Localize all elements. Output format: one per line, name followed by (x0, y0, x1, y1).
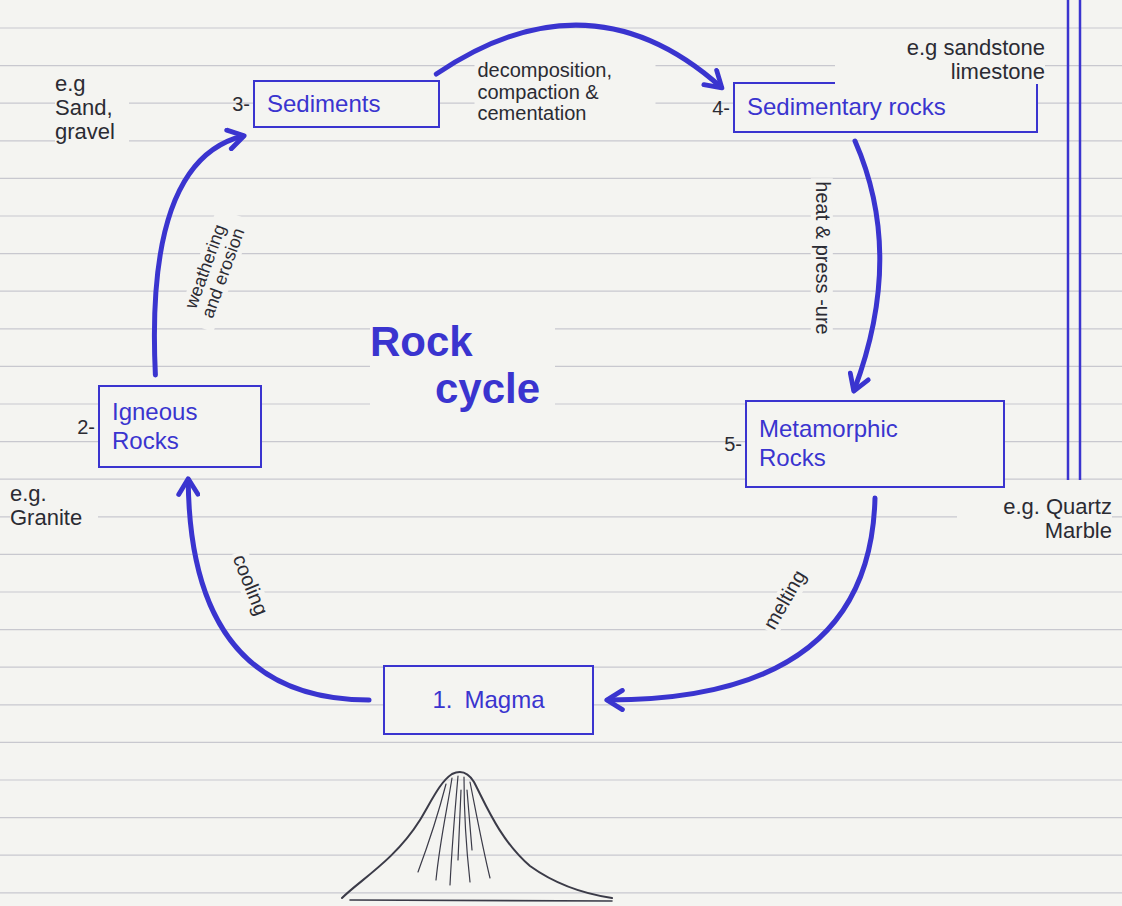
stage-name: Metamorphic Rocks (759, 415, 951, 473)
volcano-shading (418, 776, 490, 885)
ruled-line (0, 742, 1122, 743)
ruled-line (0, 591, 1122, 592)
ruled-line (0, 855, 1122, 856)
stage-name: Magma (464, 686, 544, 715)
volcano-outline (342, 772, 612, 898)
cycle-arrow (854, 141, 880, 390)
ruled-lines (0, 28, 1122, 893)
ruled-line (0, 554, 1122, 555)
volcano-base (350, 900, 612, 901)
stage-name: Sedimentary rocks (747, 93, 946, 122)
ruled-line (0, 892, 1122, 893)
ruled-line (0, 253, 1122, 254)
step-number: 1. (432, 686, 452, 714)
process-label: cooling (227, 549, 273, 621)
step-number: 3- (232, 93, 250, 116)
margin-line (1079, 0, 1082, 480)
rock-stage-box: 4-Sedimentary rocks (733, 82, 1038, 133)
ruled-line (0, 140, 1122, 141)
ruled-line (0, 178, 1122, 179)
rock-stage-box: 2-Igneous Rocks (98, 385, 262, 468)
process-label: decomposition, compaction & cementation (475, 60, 656, 125)
margin-line (1067, 0, 1070, 480)
example-note: e.g. Quartz Marble (957, 495, 1112, 543)
process-label: melting (758, 564, 812, 636)
rock-stage-box: 3-Sediments (253, 80, 440, 128)
example-note: e.g. Granite (10, 482, 98, 530)
example-note: e.g Sand, gravel (55, 72, 129, 143)
ruled-line (0, 366, 1122, 367)
ruled-line (0, 629, 1122, 630)
example-note: e.g sandstone limestone (835, 36, 1045, 84)
ruled-line (0, 817, 1122, 818)
rock-stage-box: 5-Metamorphic Rocks (745, 400, 1005, 488)
cycle-arrow (188, 480, 369, 700)
volcano-sketch (342, 772, 612, 901)
step-number: 2- (77, 415, 95, 438)
process-label: heat & press -ure (811, 178, 833, 337)
stage-name: Igneous Rocks (112, 398, 232, 456)
process-label: weathering and erosion (177, 208, 254, 332)
step-number: 5- (724, 433, 742, 456)
stage-name: Sediments (267, 90, 380, 119)
ruled-line (0, 779, 1122, 780)
ruled-line (0, 328, 1122, 329)
ruled-line (0, 516, 1122, 517)
step-number: 4- (712, 96, 730, 119)
cycle-arrow (608, 498, 875, 700)
ruled-line (0, 291, 1122, 292)
diagram-title: Rock cycle (370, 318, 555, 412)
rock-stage-box: 1. Magma (383, 665, 594, 735)
